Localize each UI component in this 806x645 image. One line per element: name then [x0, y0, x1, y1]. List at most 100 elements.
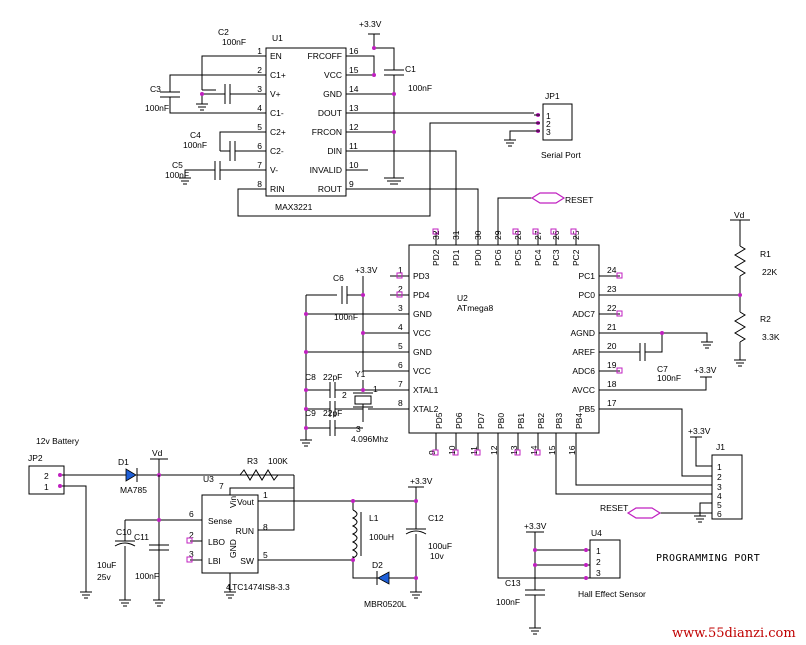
- net-label-v33-u4: +3.3V: [524, 521, 547, 531]
- r2-ref: R2: [760, 314, 771, 324]
- svg-text:ADC6: ADC6: [572, 366, 595, 376]
- svg-text:JP1: JP1: [545, 91, 560, 101]
- svg-text:ATmega8: ATmega8: [457, 303, 493, 313]
- u1-ref: U1: [272, 33, 283, 43]
- c5-ref: C5: [172, 160, 183, 170]
- svg-text:7: 7: [257, 160, 262, 170]
- svg-text:C1-: C1-: [270, 108, 284, 118]
- c6-ref: C6: [333, 273, 344, 283]
- svg-text:JP2: JP2: [28, 453, 43, 463]
- svg-text:DOUT: DOUT: [318, 108, 342, 118]
- svg-text:2: 2: [342, 390, 347, 400]
- svg-text:SW: SW: [240, 556, 254, 566]
- svg-text:PB5: PB5: [579, 404, 595, 414]
- svg-text:8: 8: [257, 179, 262, 189]
- u1-vcc-net: +3.3V C1 100nF: [359, 19, 432, 185]
- svg-text:XTAL1: XTAL1: [413, 385, 439, 395]
- svg-text:6: 6: [189, 509, 194, 519]
- svg-text:PC3: PC3: [551, 249, 561, 266]
- c1-ref: C1: [405, 64, 416, 74]
- svg-text:2: 2: [717, 472, 722, 482]
- u3-gnd-label: GND: [228, 539, 238, 558]
- reset-flag-top: RESET: [497, 192, 593, 232]
- c4-value: 100nF: [183, 140, 207, 150]
- output-stage: +3.3V L1 100uH D2 MBR0520L C12 100uF 10v: [294, 476, 452, 609]
- c10-rating: 25v: [97, 572, 111, 582]
- svg-text:11: 11: [349, 141, 358, 151]
- c11-ref: C11: [134, 532, 149, 542]
- svg-text:PD3: PD3: [413, 271, 430, 281]
- svg-text:INVALID: INVALID: [310, 165, 342, 175]
- svg-text:3: 3: [596, 568, 601, 578]
- svg-text:4: 4: [226, 582, 231, 592]
- net-label-v33-j1: +3.3V: [688, 426, 711, 436]
- net-label-v33-u2: +3.3V: [355, 265, 378, 275]
- c7-value: 100nF: [657, 373, 681, 383]
- svg-text:5: 5: [717, 500, 722, 510]
- svg-text:Serial Port: Serial Port: [541, 150, 581, 160]
- svg-text:XTAL2: XTAL2: [413, 404, 439, 414]
- svg-text:GND: GND: [413, 347, 432, 357]
- d1-value: MA785: [120, 485, 147, 495]
- svg-text:31: 31: [451, 230, 461, 240]
- svg-text:Vout: Vout: [237, 497, 255, 507]
- svg-text:FRCON: FRCON: [312, 127, 342, 137]
- d2-value: MBR0520L: [364, 599, 407, 609]
- c9-value: 22pF: [323, 408, 342, 418]
- svg-text:25: 25: [571, 230, 581, 240]
- resistor-r3: R3 100K: [239, 456, 288, 481]
- svg-text:3: 3: [257, 84, 262, 94]
- sensor-u4-hall-effect: U4 Hall Effect Sensor 1 2 3 +3.3V C13 10…: [496, 521, 646, 635]
- uart-wires: [368, 150, 479, 232]
- svg-text:8: 8: [398, 398, 403, 408]
- svg-text:12: 12: [489, 445, 499, 455]
- d2-ref: D2: [372, 560, 383, 570]
- y1-value: 4.096Mhz: [351, 434, 388, 444]
- svg-text:ADC7: ADC7: [572, 309, 595, 319]
- svg-text:4: 4: [717, 491, 722, 501]
- svg-text:4: 4: [398, 322, 403, 332]
- svg-text:PD7: PD7: [476, 412, 486, 429]
- svg-text:13: 13: [509, 445, 519, 455]
- c12-ref: C12: [428, 513, 444, 523]
- svg-text:7: 7: [219, 481, 224, 491]
- svg-text:PC6: PC6: [493, 249, 503, 266]
- svg-text:Hall Effect Sensor: Hall Effect Sensor: [578, 589, 646, 599]
- watermark: www.55dianzi.com: [672, 626, 796, 641]
- svg-text:9: 9: [349, 179, 354, 189]
- svg-text:U4: U4: [591, 528, 602, 538]
- svg-text:U2: U2: [457, 293, 468, 303]
- svg-text:PD1: PD1: [451, 249, 461, 266]
- svg-text:3: 3: [189, 549, 194, 559]
- svg-text:PB1: PB1: [516, 413, 526, 429]
- svg-text:5: 5: [263, 550, 268, 560]
- svg-text:10: 10: [447, 445, 457, 455]
- connector-j1-programming-port: J1 PROGRAMMING PORT 1 2 3 4 5 6 +3.3V RE…: [497, 408, 760, 579]
- svg-text:C2+: C2+: [270, 127, 286, 137]
- svg-text:PROGRAMMING PORT: PROGRAMMING PORT: [656, 553, 760, 564]
- c2-value: 100nF: [222, 37, 246, 47]
- svg-text:LBI: LBI: [208, 556, 221, 566]
- svg-text:19: 19: [607, 360, 617, 370]
- svg-text:PB3: PB3: [554, 413, 564, 429]
- svg-text:Sense: Sense: [208, 516, 232, 526]
- svg-text:GND: GND: [323, 89, 342, 99]
- svg-text:C2-: C2-: [270, 146, 284, 156]
- caps-c10-c11: C10 10uF 25v C11 100nF: [97, 475, 202, 607]
- svg-text:5: 5: [257, 122, 262, 132]
- net-label-vd-d1: Vd: [152, 448, 163, 458]
- svg-text:18: 18: [607, 379, 617, 389]
- svg-text:1: 1: [263, 490, 268, 500]
- svg-text:1: 1: [596, 546, 601, 556]
- svg-text:4: 4: [257, 103, 262, 113]
- u3-vin-label: Vin: [228, 496, 238, 508]
- svg-text:7: 7: [398, 379, 403, 389]
- svg-text:29: 29: [493, 230, 503, 240]
- c3-value: 100nF: [145, 103, 169, 113]
- svg-text:1: 1: [398, 265, 403, 275]
- svg-text:1: 1: [717, 462, 722, 472]
- l1-ref: L1: [369, 513, 379, 523]
- svg-text:AGND: AGND: [570, 328, 595, 338]
- u1-charge-pump-caps: C2 100nF C3 100nF C4 100nF C5 100nF: [145, 27, 534, 217]
- svg-text:5: 5: [398, 341, 403, 351]
